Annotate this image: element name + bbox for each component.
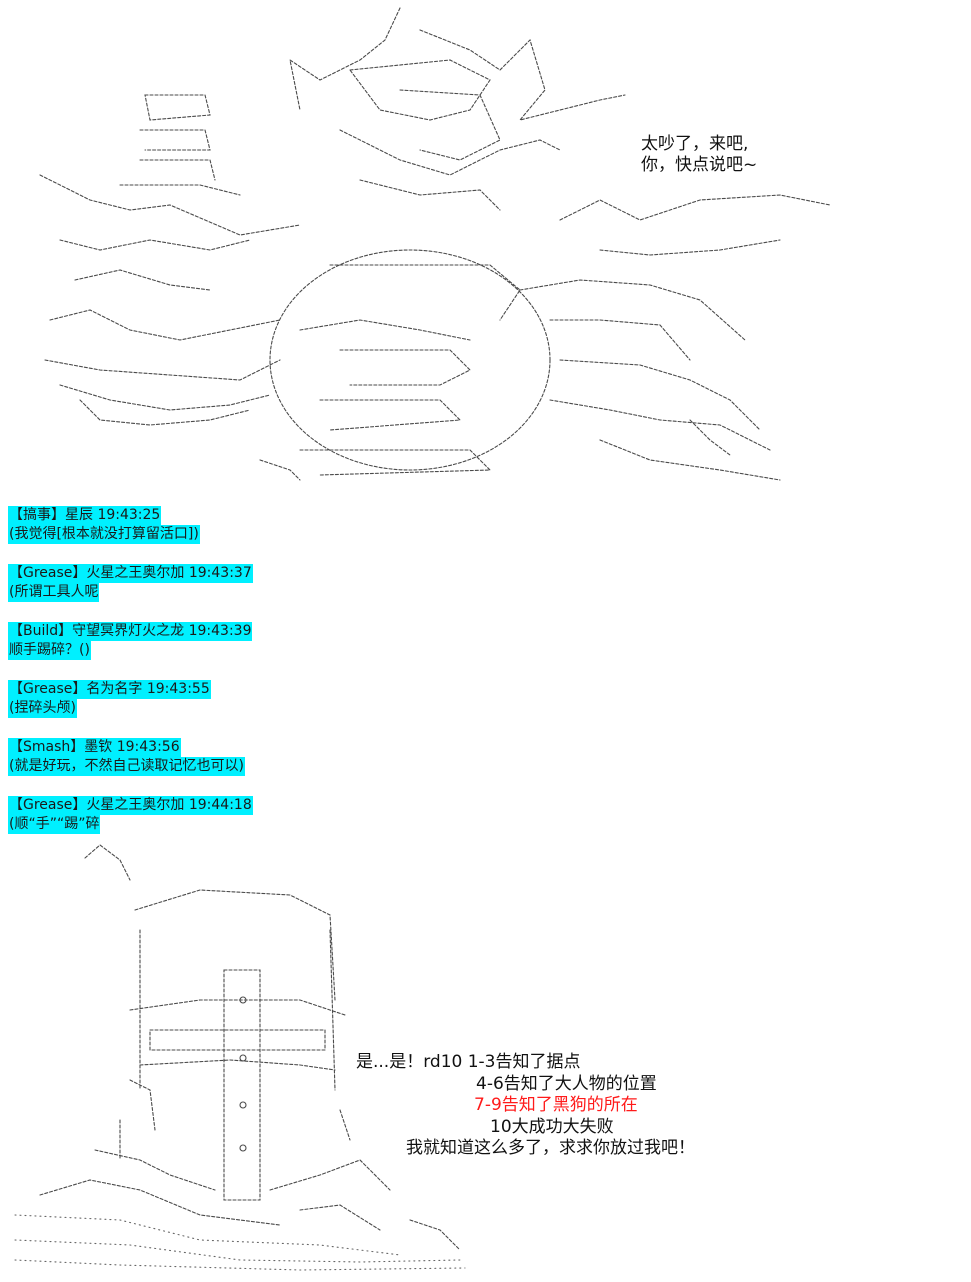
chat-message: (顺“手”“踢”碎	[8, 815, 101, 834]
top-ascii-art	[39, 7, 831, 481]
top-speech-line: 太吵了，来吧,	[641, 134, 749, 154]
chat-log: 【搞事】星辰 19:43:25 (我觉得[根本就没打算留活口]) 【Grease…	[8, 506, 328, 854]
chat-header: 【Grease】火星之王奥尔加 19:44:18	[8, 796, 253, 815]
chat-message: (所谓工具人呢	[8, 583, 100, 602]
chat-entry: 【搞事】星辰 19:43:25 (我觉得[根本就没打算留活口])	[8, 506, 328, 544]
chat-entry: 【Smash】墨钦 19:43:56 (就是好玩，不然自己读取记忆也可以)	[8, 738, 328, 776]
bottom-speech-line: 10大成功大失败	[490, 1116, 614, 1137]
bottom-speech-line: 我就知道这么多了，求求你放过我吧！	[406, 1138, 695, 1158]
chat-message: (我觉得[根本就没打算留活口])	[8, 525, 200, 544]
chat-entry: 【Grease】火星之王奥尔加 19:43:37 (所谓工具人呢	[8, 564, 328, 602]
top-speech-bubble: 太吵了，来吧, 你，快点说吧~	[641, 134, 757, 176]
top-speech-line: 你，快点说吧~	[641, 155, 758, 175]
chat-header: 【Smash】墨钦 19:43:56	[8, 738, 181, 757]
chat-entry: 【Grease】名为名字 19:43:55 (捏碎头颅)	[8, 680, 328, 718]
chat-message: (捏碎头颅)	[8, 699, 77, 718]
bottom-speech-line: 是...是！rd10 1-3告知了据点	[356, 1052, 581, 1072]
chat-header: 【Build】守望冥界灯火之龙 19:43:39	[8, 622, 253, 641]
bottom-speech-line-red: 7-9告知了黑狗的所在	[474, 1095, 638, 1115]
chat-header: 【Grease】火星之王奥尔加 19:43:37	[8, 564, 253, 583]
chat-entry: 【Build】守望冥界灯火之龙 19:43:39 顺手踢碎？()	[8, 622, 328, 660]
bottom-speech-bubble: 是...是！rd10 1-3告知了据点 4-6告知了大人物的位置 7-9告知了黑…	[356, 1052, 695, 1160]
chat-entry: 【Grease】火星之王奥尔加 19:44:18 (顺“手”“踢”碎	[8, 796, 328, 834]
chat-message: (就是好玩，不然自己读取记忆也可以)	[8, 757, 245, 776]
chat-header: 【搞事】星辰 19:43:25	[8, 506, 162, 525]
bottom-ascii-art	[14, 844, 466, 1271]
chat-message: 顺手踢碎？()	[8, 641, 91, 660]
bottom-speech-line: 4-6告知了大人物的位置	[476, 1073, 657, 1094]
chat-header: 【Grease】名为名字 19:43:55	[8, 680, 211, 699]
